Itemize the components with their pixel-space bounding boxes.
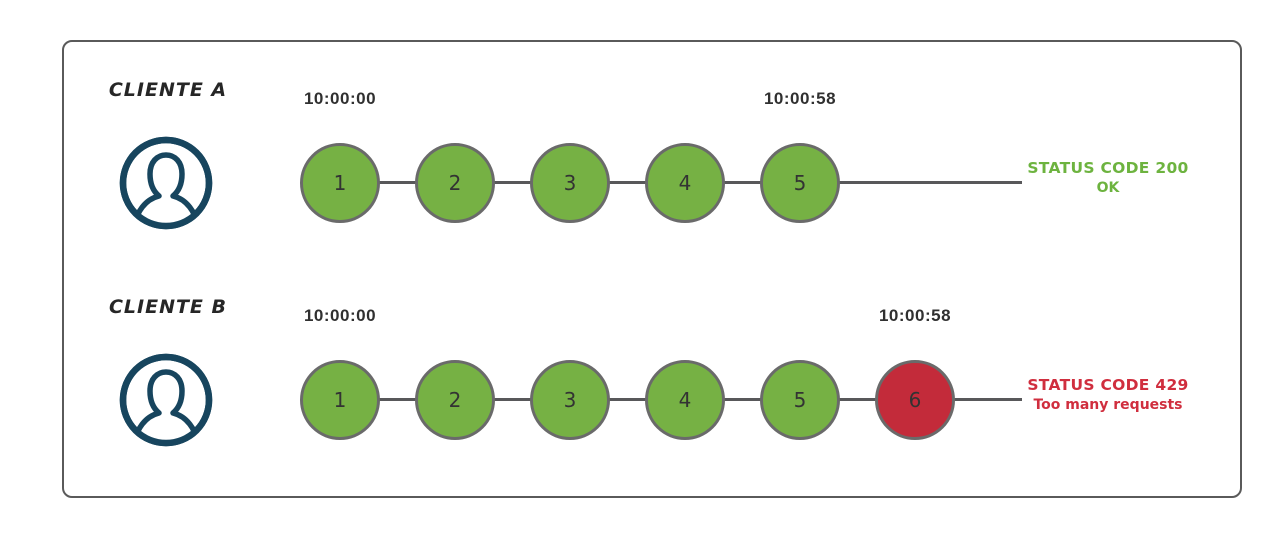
status-message-text: Too many requests: [1033, 397, 1183, 413]
status-code-text: STATUS CODE 200: [1027, 159, 1189, 177]
end-timestamp: 10:00:58: [763, 89, 837, 108]
status-label: STATUS CODE 200 OK: [1023, 159, 1193, 199]
request-circle-success: 5: [760, 143, 840, 223]
request-circle-success: 5: [760, 360, 840, 440]
request-circle-success: 4: [645, 143, 725, 223]
diagram-frame: [62, 40, 1242, 498]
end-timestamp: 10:00:58: [878, 306, 952, 325]
client-label: CLIENTE B: [108, 296, 228, 318]
request-circle-success: 3: [530, 360, 610, 440]
status-message-text: OK: [1096, 180, 1120, 196]
person-avatar-icon: [119, 353, 213, 447]
request-circle-success: 1: [300, 360, 380, 440]
start-timestamp: 10:00:00: [303, 89, 377, 108]
status-code-text: STATUS CODE 429: [1027, 376, 1189, 394]
person-avatar-icon: [119, 136, 213, 230]
request-circle-error: 6: [875, 360, 955, 440]
start-timestamp: 10:00:00: [303, 306, 377, 325]
request-circle-success: 1: [300, 143, 380, 223]
request-circle-success: 2: [415, 143, 495, 223]
request-circle-success: 3: [530, 143, 610, 223]
client-label: CLIENTE A: [108, 79, 228, 101]
request-circle-success: 4: [645, 360, 725, 440]
request-circle-success: 2: [415, 360, 495, 440]
status-label: STATUS CODE 429 Too many requests: [1023, 376, 1193, 416]
